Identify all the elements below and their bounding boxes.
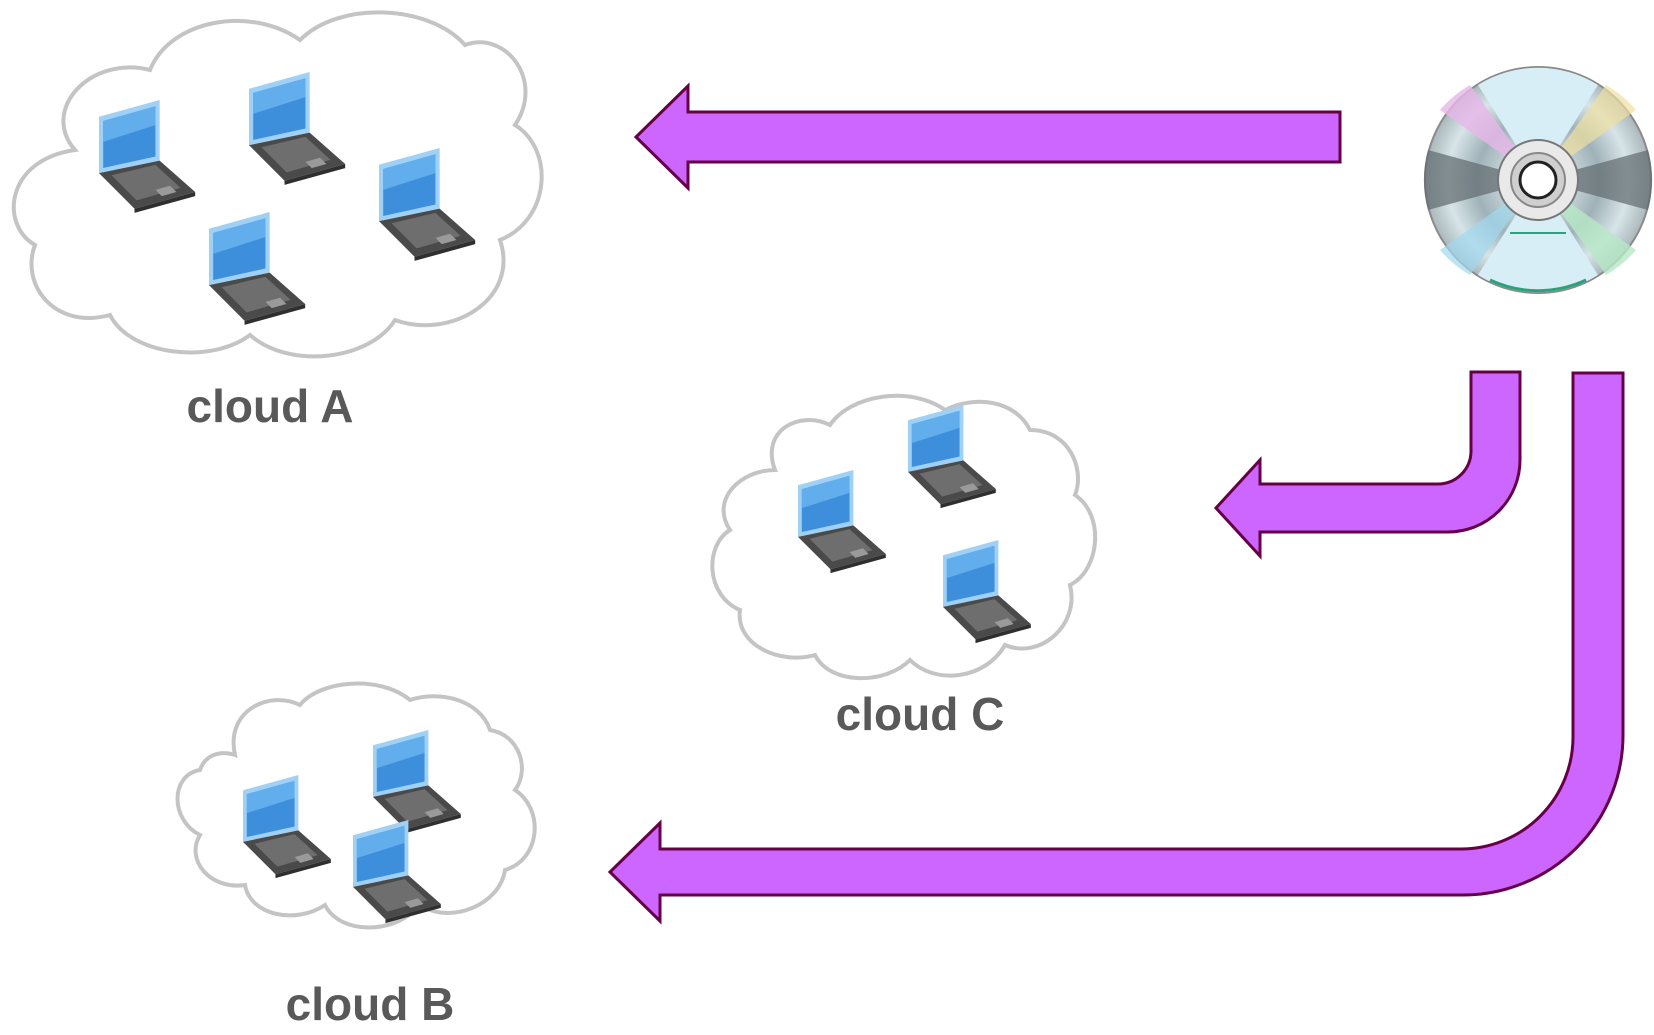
cloud-c-shape: [710, 393, 1097, 681]
arrow-to-cloud-a: [633, 82, 1342, 192]
cloud-b: cloud B: [175, 681, 537, 1030]
cd-disc-icon: [1423, 66, 1653, 294]
arrows: [607, 82, 1625, 925]
arrow-to-cloud-c: [1213, 370, 1522, 560]
cloud-c-label: cloud C: [836, 688, 1005, 740]
cloud-b-label: cloud B: [286, 978, 455, 1030]
cloud-a-label: cloud A: [187, 380, 354, 432]
cloud-a: cloud A: [11, 10, 544, 432]
cloud-a-shape: [11, 10, 544, 359]
cloud-b-shape: [175, 681, 537, 930]
arrow-to-cloud-b: [607, 371, 1625, 925]
cloud-c: cloud C: [710, 393, 1097, 740]
